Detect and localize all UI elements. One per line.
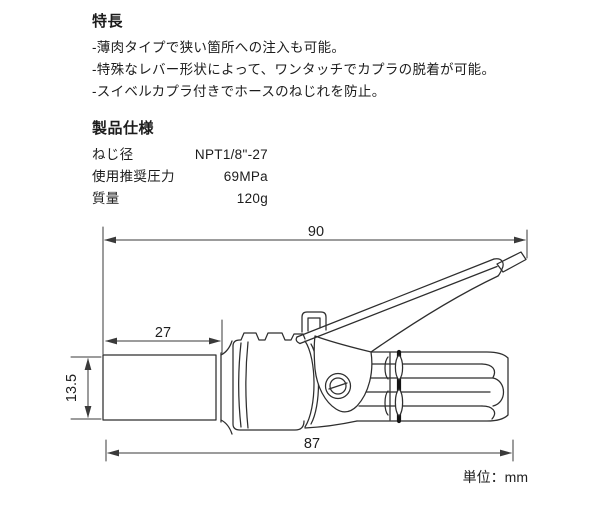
specs-section: 製品仕様 ねじ径 NPT1/8"-27 使用推奨圧力 69MPa 質量 120g [92, 117, 268, 210]
spec-label: 質量 [92, 191, 120, 206]
lever-pivot-plate [313, 335, 373, 413]
spec-row: ねじ径 NPT1/8"-27 [92, 144, 268, 166]
coupler-drawing [102, 251, 527, 435]
dimension-body-length: 87 [105, 436, 514, 462]
lever-hook-tab [301, 311, 327, 333]
dimension-nozzle-length: 27 [105, 319, 223, 354]
release-lever [295, 251, 527, 353]
dimension-overall-length: 90 [102, 224, 528, 355]
spec-row: 使用推奨圧力 69MPa [92, 166, 268, 188]
nozzle-tube [102, 340, 233, 435]
pivot-screw-slot-ring [329, 377, 347, 395]
spec-label: 使用推奨圧力 [92, 169, 175, 184]
technical-drawing: 90 27 13.5 87 単位：mm [0, 220, 600, 500]
unit-label: 単位：mm [463, 469, 528, 485]
features-section: 特長 -薄肉タイプで狭い箇所への注入も可能。 -特殊なレバー形状によって、ワンタ… [92, 10, 495, 103]
spec-label: ねじ径 [92, 147, 134, 162]
pivot-screw-slot [328, 382, 348, 390]
specs-heading: 製品仕様 [92, 120, 155, 137]
feature-item: -スイベルカプラ付きでホースのねじれを防止。 [92, 84, 386, 99]
dim-nozzle-diameter-label: 13.5 [64, 374, 80, 402]
hex-lens [394, 388, 404, 417]
dim-nozzle-length-label: 27 [155, 325, 171, 341]
dimension-nozzle-diameter: 13.5 [64, 356, 102, 420]
coupler-sleeve [232, 332, 306, 431]
spec-value: 69MPa [223, 169, 268, 184]
pivot-screw [324, 372, 352, 400]
dim-overall-length-label: 90 [308, 224, 324, 240]
spec-value: NPT1/8"-27 [194, 147, 268, 162]
hose-connector-body [356, 349, 509, 424]
hex-lens [394, 354, 404, 381]
dim-body-length-label: 87 [304, 436, 320, 452]
spec-table: ねじ径 NPT1/8"-27 使用推奨圧力 69MPa 質量 120g [92, 144, 268, 210]
lever-tip [496, 251, 527, 273]
spec-row: 質量 120g [92, 188, 268, 210]
feature-item: -特殊なレバー形状によって、ワンタッチでカプラの脱着が可能。 [92, 62, 496, 77]
features-heading: 特長 [92, 13, 124, 30]
feature-item: -薄肉タイプで狭い箇所への注入も可能。 [92, 40, 346, 55]
spec-value: 120g [236, 191, 268, 206]
